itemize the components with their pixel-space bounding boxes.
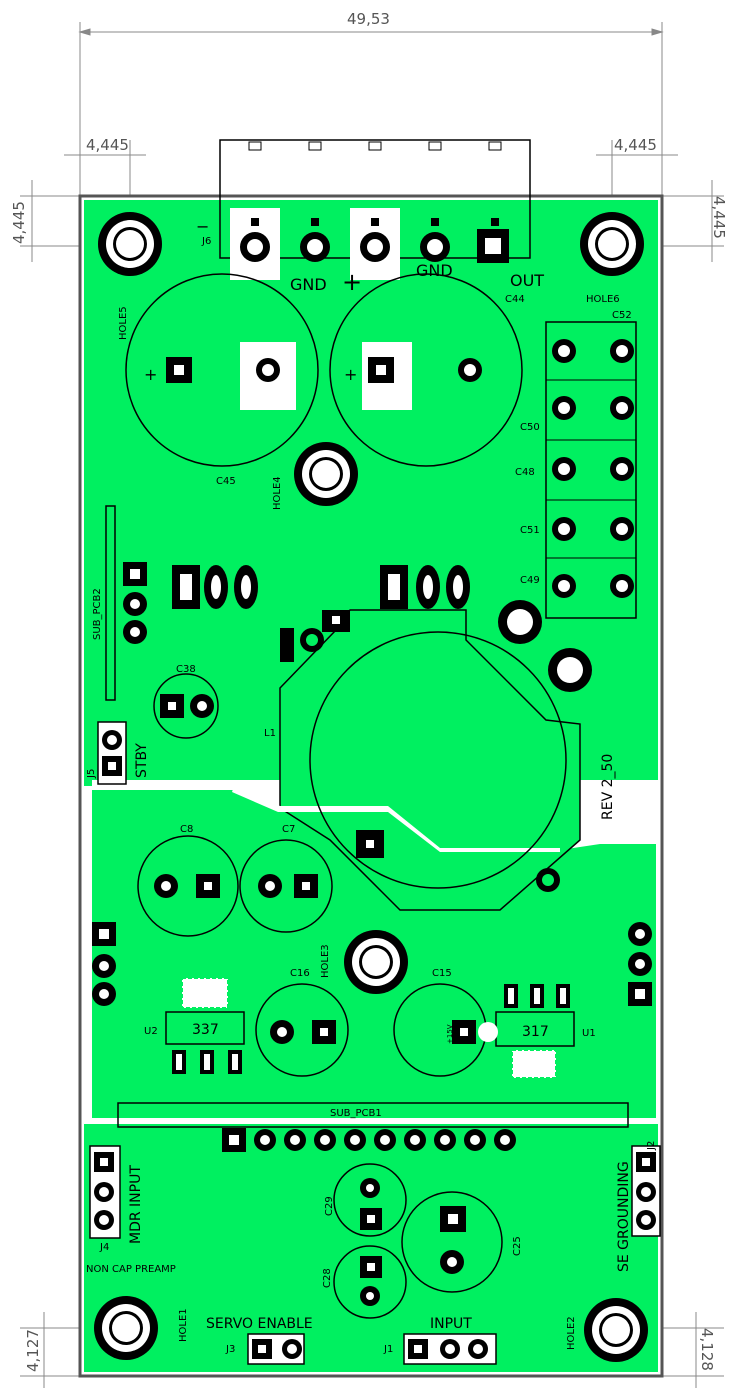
label-c45: C45 (216, 476, 236, 487)
pin-header-row (222, 1128, 516, 1152)
label-mdr-input: MDR INPUT (128, 1165, 144, 1244)
dimension-lines (20, 22, 724, 1388)
label-gnd2: GND (416, 261, 453, 280)
label-c38: C38 (176, 664, 196, 675)
label-j4: J4 (99, 1242, 109, 1253)
label-se-grounding: SE GROUNDING (616, 1161, 632, 1272)
dim-bottom-right: 4,128 (698, 1328, 716, 1371)
film-caps (545, 321, 637, 619)
label-c50: C50 (520, 422, 540, 433)
capacitors-c8-c7 (137, 835, 333, 937)
label-non-cap: NON CAP PREAMP (86, 1264, 176, 1275)
label-c8: C8 (180, 824, 193, 835)
label-j3: J3 (225, 1344, 235, 1355)
label-ic337: 337 (192, 1022, 219, 1038)
label-out: OUT (510, 271, 544, 290)
label-j2: J2 (646, 1141, 657, 1151)
label-plus: + (342, 268, 362, 296)
label-plus-c45: + (144, 365, 157, 384)
label-gnd1: GND (290, 275, 327, 294)
label-minus: − (196, 217, 209, 236)
label-sub-pcb2: SUB_PCB2 (92, 588, 103, 640)
label-l1: L1 (264, 728, 276, 739)
label-c16: C16 (290, 968, 310, 979)
dim-width: 49,53 (347, 10, 390, 28)
label-c51: C51 (520, 525, 540, 536)
label-u2: U2 (144, 1026, 158, 1037)
label-c7: C7 (282, 824, 295, 835)
capacitors-c16-c15 (255, 983, 498, 1077)
label-vplus: +15V (446, 1024, 454, 1044)
label-j6: J6 (201, 236, 211, 247)
label-servo: SERVO ENABLE (206, 1316, 313, 1332)
label-hole1: HOLE1 (178, 1308, 189, 1342)
label-hole5: HOLE5 (118, 306, 129, 340)
label-ic317: 317 (522, 1024, 549, 1040)
label-j1: J1 (383, 1344, 393, 1355)
connector-j6 (219, 139, 531, 280)
dim-hole-left-x: 4,445 (86, 136, 129, 154)
label-u1: U1 (582, 1028, 596, 1039)
label-stby: STBY (134, 743, 150, 778)
label-c44: C44 (505, 294, 525, 305)
header-left-mid (92, 922, 116, 1006)
label-input: INPUT (430, 1316, 472, 1332)
label-c28: C28 (322, 1268, 333, 1288)
dim-bottom-left: 4,127 (24, 1329, 42, 1372)
header-3pin-left (123, 562, 147, 644)
header-j5 (97, 721, 127, 785)
header-j4 (89, 1145, 121, 1239)
header-j3-j1 (247, 1333, 497, 1365)
label-c52: C52 (612, 310, 632, 321)
label-c48: C48 (515, 467, 535, 478)
capacitor-c38 (153, 673, 219, 739)
dim-hole-right-y: 4,445 (710, 196, 728, 239)
capacitors-large (125, 273, 523, 467)
sub-pcb1 (117, 1102, 629, 1128)
inductor-l1-ring (309, 631, 567, 889)
sub-pcb2 (105, 505, 116, 701)
header-right-mid (628, 922, 652, 1006)
label-plus-c44: + (344, 365, 357, 384)
transistors (172, 565, 592, 892)
label-rev: REV 2_50 (600, 754, 616, 820)
dim-hole-left-y: 4,445 (10, 201, 28, 244)
label-hole2: HOLE2 (566, 1316, 577, 1350)
label-c49: C49 (520, 575, 540, 586)
label-hole6: HOLE6 (586, 294, 620, 305)
header-j2 (631, 1145, 661, 1237)
capacitors-bottom (333, 1163, 503, 1319)
dim-hole-right-x: 4,445 (614, 136, 657, 154)
label-hole3: HOLE3 (320, 944, 331, 978)
label-hole4: HOLE4 (272, 476, 283, 510)
label-c25: C25 (512, 1236, 523, 1256)
label-sub-pcb1: SUB_PCB1 (330, 1108, 382, 1119)
label-c29: C29 (324, 1196, 335, 1216)
label-j5: J5 (86, 769, 97, 779)
label-c15: C15 (432, 968, 452, 979)
